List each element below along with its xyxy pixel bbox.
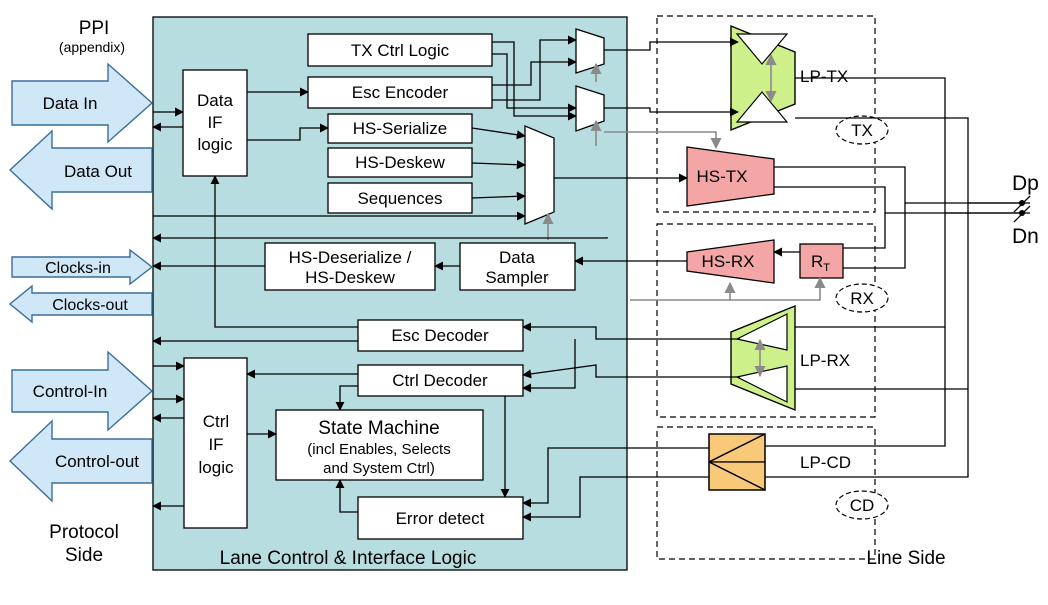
tx-ctrl-logic-box bbox=[307, 33, 493, 67]
data-sampler-line-1: Data bbox=[499, 248, 535, 267]
control-out-label: Control-out bbox=[55, 452, 139, 471]
wires bbox=[152, 35, 1022, 522]
data-out-arrow bbox=[8, 129, 153, 211]
tx-region bbox=[656, 15, 876, 213]
appendix-label: (appendix) bbox=[59, 39, 125, 55]
protocol-side-caption-1: Protocol bbox=[49, 522, 119, 543]
tx-ellipse bbox=[835, 115, 889, 145]
hs-deserialize-box bbox=[264, 242, 436, 291]
hs-mux bbox=[524, 125, 555, 225]
lp-tx-buffer-bottom bbox=[735, 91, 789, 123]
data-if-line-2: IF bbox=[207, 113, 222, 132]
control-in-arrow bbox=[11, 350, 154, 432]
data-if-line-1: Data bbox=[197, 91, 233, 110]
data-in-label: Data In bbox=[43, 94, 98, 113]
hs-deskew-box bbox=[327, 147, 473, 178]
lp-cd-frame bbox=[708, 433, 766, 491]
data-sampler-line-2: Sampler bbox=[485, 268, 549, 287]
state-machine-line-3: and System Ctrl) bbox=[323, 460, 435, 477]
data-sampler-box bbox=[459, 242, 576, 291]
cd-region bbox=[656, 426, 876, 560]
dp-dn-terminals bbox=[945, 195, 1031, 223]
rx-region bbox=[656, 223, 876, 418]
data-if-logic-box bbox=[182, 69, 248, 177]
esc-encoder-box bbox=[307, 76, 493, 109]
state-machine-box bbox=[275, 409, 484, 481]
cd-label: CD bbox=[850, 496, 875, 515]
rx-label: RX bbox=[850, 289, 874, 308]
esc-decoder-label: Esc Decoder bbox=[391, 326, 489, 345]
rx-ellipse bbox=[835, 283, 889, 313]
lp-rx-label: LP-RX bbox=[800, 351, 850, 370]
error-detect-box bbox=[357, 496, 524, 540]
ctrl-if-line-2: IF bbox=[208, 435, 223, 454]
data-in-arrow bbox=[11, 62, 154, 144]
dp-label: Dp bbox=[1012, 172, 1039, 195]
hs-rx-shape bbox=[686, 239, 775, 284]
protocol-side-caption-2: Side bbox=[65, 545, 103, 566]
data-if-line-3: logic bbox=[198, 135, 233, 154]
ctrl-if-line-3: logic bbox=[199, 458, 234, 477]
hs-serialize-label: HS-Serialize bbox=[353, 119, 447, 138]
hs-deskew-label: HS-Deskew bbox=[355, 153, 445, 172]
clocks-out-arrow bbox=[8, 284, 153, 324]
esc-decoder-box bbox=[357, 319, 524, 352]
esc-encoder-label: Esc Encoder bbox=[352, 83, 449, 102]
hs-rx-label: HS-RX bbox=[702, 252, 755, 271]
error-detect-label: Error detect bbox=[396, 509, 485, 528]
ctrl-decoder-label: Ctrl Decoder bbox=[392, 371, 488, 390]
clocks-out-label: Clocks-out bbox=[52, 297, 128, 314]
lane-control-caption: Lane Control & Interface Logic bbox=[220, 548, 477, 569]
ppi-label: PPI bbox=[79, 18, 110, 39]
rt-label: RT bbox=[811, 252, 830, 274]
hs-tx-shape bbox=[686, 146, 775, 207]
control-out-arrow bbox=[8, 419, 153, 503]
tx-label: TX bbox=[851, 121, 873, 140]
line-side-caption: Line Side bbox=[866, 548, 945, 569]
hs-deserialize-line-1: HS-Deserialize / bbox=[289, 248, 412, 267]
state-machine-title: State Machine bbox=[318, 418, 439, 439]
hs-deserialize-line-2: HS-Deskew bbox=[305, 268, 395, 287]
state-machine-line-2: (incl Enables, Selects bbox=[307, 441, 450, 458]
clocks-in-arrow bbox=[11, 248, 154, 286]
lp-tx-label: LP-TX bbox=[800, 67, 848, 86]
lp-cd-label: LP-CD bbox=[800, 453, 851, 472]
sequences-label: Sequences bbox=[357, 189, 442, 208]
ctrl-if-logic-box bbox=[183, 357, 248, 529]
dn-label: Dn bbox=[1012, 225, 1039, 248]
ctrl-decoder-box bbox=[357, 364, 524, 397]
cd-ellipse bbox=[835, 490, 889, 520]
hs-tx-label: HS-TX bbox=[697, 167, 748, 186]
ctrl-if-line-1: Ctrl bbox=[203, 412, 229, 431]
data-out-label: Data Out bbox=[64, 162, 132, 181]
lp-tx-buffer-top bbox=[735, 33, 789, 65]
tx-ctrl-logic-label: TX Ctrl Logic bbox=[351, 41, 450, 60]
clocks-in-label: Clocks-in bbox=[45, 260, 111, 277]
control-in-label: Control-In bbox=[33, 382, 108, 401]
